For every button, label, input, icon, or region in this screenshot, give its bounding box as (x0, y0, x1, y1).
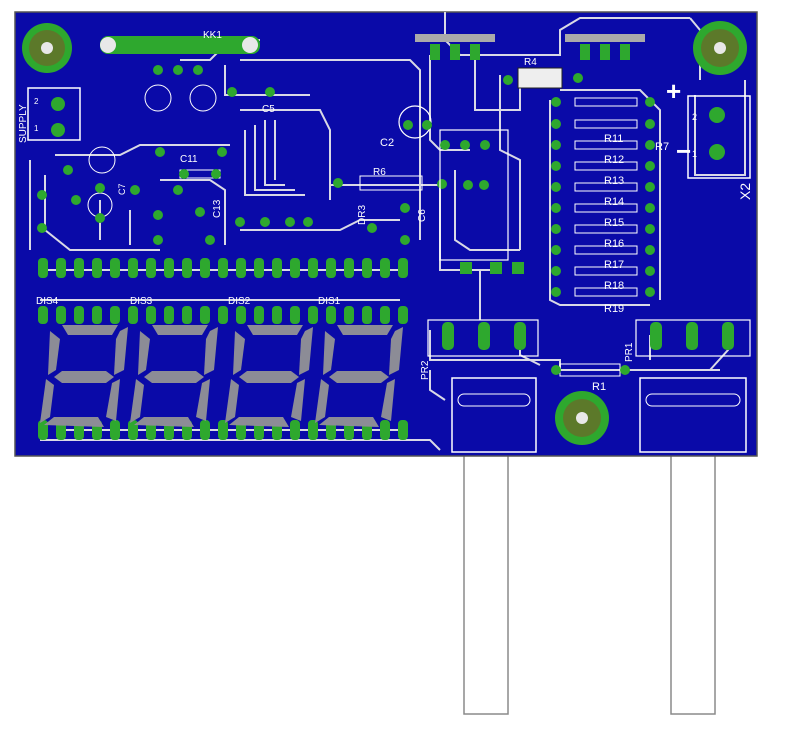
resistor-r16 (551, 224, 655, 234)
label-dis4: DIS4 (36, 296, 59, 307)
label-dis2: DIS2 (228, 296, 251, 307)
resistor-r14 (551, 182, 655, 192)
label-c5: C5 (262, 104, 275, 115)
resistor-r13 (551, 161, 655, 171)
ic-center-right (439, 129, 524, 274)
label-r16: R16 (604, 238, 624, 250)
label-r15: R15 (604, 217, 624, 229)
capacitor-c13: C13 (212, 199, 223, 218)
digit-dis1 (315, 325, 403, 427)
mounting-hole-top-right (693, 21, 747, 75)
label-r13: R13 (604, 175, 624, 187)
pads-left-area (37, 87, 313, 245)
pot-shaft-right (670, 451, 716, 715)
label-c11: C11 (180, 154, 198, 165)
header-row-top (38, 258, 408, 278)
label-dr3: DR3 (357, 205, 368, 225)
digit-dis2 (225, 325, 313, 427)
label-r19: R19 (604, 303, 624, 315)
copper-traces (29, 12, 746, 451)
label-minus: − (676, 136, 691, 166)
digit-dis4 (40, 325, 128, 427)
label-r14: R14 (604, 196, 624, 208)
label-supply: SUPPLY (18, 104, 29, 143)
supply-terminal: SUPPLY 2 1 (18, 87, 81, 143)
mounting-hole-bottom (555, 391, 609, 445)
pot-shaft-left (463, 451, 509, 715)
resistor-r11 (551, 119, 655, 129)
label-dis3: DIS3 (130, 296, 153, 307)
resistor-r4: R4 (503, 57, 583, 89)
label-c13: C13 (212, 199, 223, 218)
resistor-r1: R1 (551, 363, 630, 393)
resistor-r12 (551, 140, 655, 150)
resistor-top-1 (551, 97, 655, 107)
label-r11: R11 (604, 133, 623, 145)
resistor-r19 (551, 287, 655, 297)
digit-dis3 (130, 325, 218, 427)
label-c2: C2 (380, 137, 394, 149)
mounting-hole-top-left (22, 23, 72, 73)
label-x2-term-2: 2 (692, 112, 697, 122)
label-pr2: PR2 (420, 360, 431, 380)
capacitor-c6: C6 (400, 203, 428, 245)
capacitor-c11: C11 (179, 154, 221, 179)
label-r18: R18 (604, 280, 624, 292)
label-kk1: KK1 (203, 30, 222, 41)
label-r17: R17 (604, 259, 624, 271)
label-supply-term-1: 1 (34, 124, 39, 133)
transistor-group-top-left: C5 (144, 65, 275, 115)
label-supply-term-2: 2 (34, 97, 39, 106)
relay-kk1: KK1 (100, 30, 260, 54)
seven-segment-display: DIS4 DIS3 DIS2 DIS1 (36, 296, 403, 427)
label-r1: R1 (592, 381, 606, 393)
label-r7: R7 (655, 141, 669, 153)
label-r12: R12 (604, 154, 624, 166)
label-c7: C7 (117, 183, 127, 195)
potentiometer-pr1: PR1 (624, 319, 751, 453)
label-dis1: DIS1 (318, 296, 341, 307)
potentiometer-pr2: PR2 (420, 319, 539, 453)
label-pr1: PR1 (624, 342, 635, 362)
label-c6: C6 (417, 209, 428, 222)
connector-top-right (565, 34, 645, 60)
resistor-array: R11 R12 R13 R14 R15 R16 R17 R18 R19 R7 (551, 97, 669, 315)
label-r6: R6 (373, 167, 386, 178)
label-x2: X2 (737, 183, 753, 200)
resistor-r15 (551, 203, 655, 213)
diode-dr3: DR3 (357, 205, 377, 233)
label-plus: + (666, 76, 681, 106)
header-row-display-top (38, 306, 408, 324)
connector-top-left (415, 34, 495, 60)
label-x2-term-1: 1 (692, 149, 697, 159)
x2-terminal: X2 2 1 + − (666, 76, 753, 200)
label-r4: R4 (524, 57, 537, 68)
resistor-r17 (551, 245, 655, 255)
resistor-r18 (551, 266, 655, 276)
capacitor-c2: C2 (380, 105, 432, 149)
